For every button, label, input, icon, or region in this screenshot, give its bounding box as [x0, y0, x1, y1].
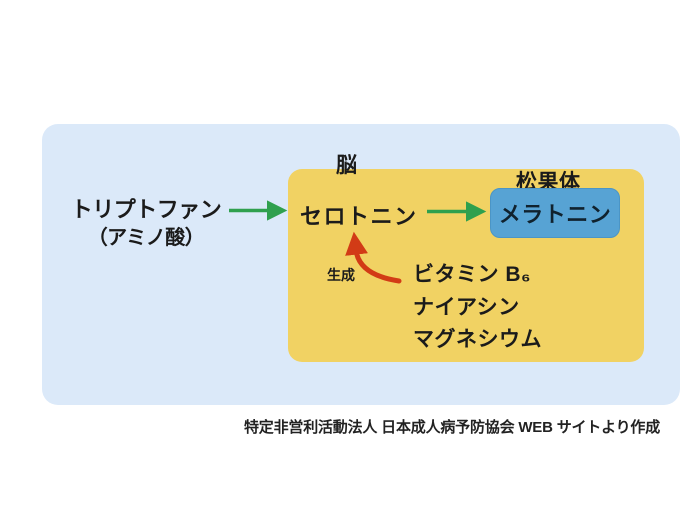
serotonin-label: セロトニン: [300, 204, 418, 229]
tryptophan-label: トリプトファン: [70, 197, 222, 222]
cofactor-list: ビタミン B₆ ナイアシン マグネシウム: [413, 259, 542, 357]
melatonin-label: メラトニン: [498, 202, 612, 227]
cofactor-item-magnesium: マグネシウム: [413, 328, 542, 351]
tryptophan-node: トリプトファン （アミノ酸）: [58, 196, 234, 251]
brain-label: 脳: [336, 154, 357, 177]
cofactor-item-vitamin-b6: ビタミン B₆: [413, 263, 532, 286]
production-edge-label: 生成: [327, 267, 355, 283]
tryptophan-sublabel: （アミノ酸）: [87, 226, 205, 249]
cofactor-item-niacin: ナイアシン: [413, 295, 520, 319]
melatonin-box: メラトニン: [490, 188, 620, 238]
source-note: 特定非営利活動法人 日本成人病予防協会 WEB サイトより作成: [244, 419, 661, 436]
